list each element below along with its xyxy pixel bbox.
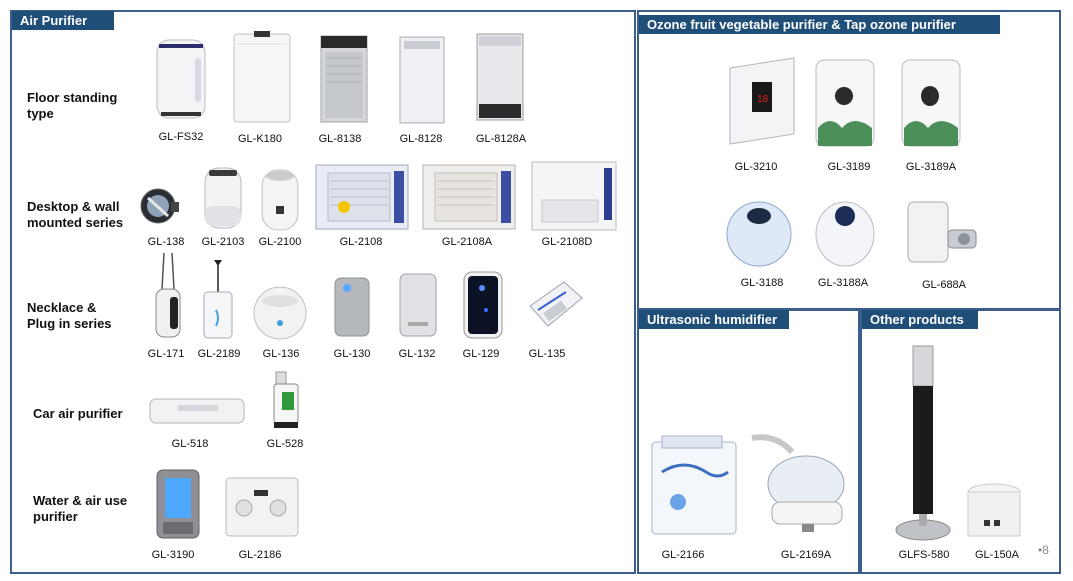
model-label-gl-fs32: GL-FS32 <box>158 131 204 143</box>
model-label-gl-2186: GL-2186 <box>238 549 282 561</box>
product-image-gl-518 <box>149 398 245 424</box>
model-label-gl-3188a: GL-3188A <box>817 277 869 289</box>
product-image-gl-138 <box>140 188 179 224</box>
product-image-gl-171 <box>155 252 181 338</box>
model-label-gl-518: GL-518 <box>171 438 209 450</box>
product-image-gl-3188a <box>815 201 875 267</box>
product-image-gl-132 <box>399 273 437 337</box>
product-image-gl-2186 <box>225 477 299 537</box>
air-purifier-tab: Air Purifier <box>12 11 114 30</box>
model-label-gl-135: GL-135 <box>528 348 566 360</box>
model-label-gl-8128: GL-8128 <box>399 133 443 145</box>
category-car-purifier: Car air purifier <box>33 406 123 421</box>
model-label-gl-129: GL-129 <box>462 348 500 360</box>
model-label-gl-136: GL-136 <box>262 348 300 360</box>
model-label-gl-2166: GL-2166 <box>661 549 705 561</box>
product-image-gl-3189a <box>901 59 961 147</box>
model-label-gl-8138: GL-8138 <box>318 133 362 145</box>
model-label-gl-2100: GL-2100 <box>258 236 302 248</box>
product-image-gl-3188 <box>726 201 792 267</box>
model-label-glfs-580: GLFS-580 <box>898 549 950 561</box>
ozone-tab: Ozone fruit vegetable purifier & Tap ozo… <box>639 15 1000 34</box>
model-label-gl-3188: GL-3188 <box>740 277 784 289</box>
model-label-gl-2108a: GL-2108A <box>441 236 493 248</box>
product-image-gl-688a <box>907 201 977 263</box>
product-image-gl-136 <box>253 286 307 340</box>
svg-text:18: 18 <box>757 94 769 105</box>
product-image-gl-528 <box>273 371 299 428</box>
product-image-gl-2169a <box>751 434 845 532</box>
product-image-gl-3190 <box>156 469 200 539</box>
product-image-gl-2100 <box>261 169 299 231</box>
other-products-panel <box>860 309 1061 574</box>
model-label-gl-3190: GL-3190 <box>151 549 195 561</box>
product-image-gl-2108a <box>422 164 516 230</box>
model-label-gl-688a: GL-688A <box>921 279 967 291</box>
product-image-gl-fs32 <box>156 39 206 119</box>
model-label-gl-2108: GL-2108 <box>339 236 383 248</box>
product-image-gl-3210: 18 <box>729 57 795 145</box>
product-image-gl-2108d <box>531 161 617 231</box>
model-label-gl-132: GL-132 <box>398 348 436 360</box>
product-image-gl-135 <box>529 281 583 327</box>
product-image-gl-130 <box>334 277 370 337</box>
category-water-air: Water & air use purifier <box>33 493 128 524</box>
model-label-gl-2189: GL-2189 <box>197 348 241 360</box>
other-products-tab: Other products <box>862 310 978 329</box>
product-image-gl-129 <box>463 271 503 339</box>
model-label-gl-130: GL-130 <box>333 348 371 360</box>
model-label-gl-171: GL-171 <box>147 348 185 360</box>
product-image-gl-k180 <box>233 31 291 123</box>
product-image-gl-8128a <box>476 33 524 121</box>
product-image-gl-2103 <box>204 167 242 229</box>
model-label-gl-3210: GL-3210 <box>734 161 778 173</box>
product-image-gl-2166 <box>651 435 737 535</box>
category-floor-standing: Floor standing type <box>27 90 118 121</box>
product-image-glfs-580 <box>895 345 951 541</box>
humidifier-tab: Ultrasonic humidifier <box>639 310 789 329</box>
product-image-gl-150a <box>967 483 1021 537</box>
model-label-gl-3189: GL-3189 <box>827 161 871 173</box>
model-label-gl-138: GL-138 <box>147 236 185 248</box>
page-number: •8 <box>1038 543 1049 557</box>
model-label-gl-150a: GL-150A <box>974 549 1020 561</box>
product-image-gl-2108 <box>315 164 409 230</box>
category-desktop-wall: Desktop & wall mounted series <box>27 199 124 230</box>
category-necklace-plug: Necklace & Plug in series <box>27 300 112 331</box>
model-label-gl-2103: GL-2103 <box>201 236 245 248</box>
product-image-gl-3189 <box>815 59 875 147</box>
model-label-gl-2108d: GL-2108D <box>541 236 593 248</box>
model-label-gl-k180: GL-K180 <box>237 133 283 145</box>
product-image-gl-8128 <box>399 36 445 124</box>
product-image-gl-2189 <box>203 260 233 339</box>
model-label-gl-528: GL-528 <box>266 438 304 450</box>
product-image-gl-8138 <box>320 35 368 123</box>
model-label-gl-8128a: GL-8128A <box>475 133 527 145</box>
model-label-gl-3189a: GL-3189A <box>905 161 957 173</box>
model-label-gl-2169a: GL-2169A <box>780 549 832 561</box>
